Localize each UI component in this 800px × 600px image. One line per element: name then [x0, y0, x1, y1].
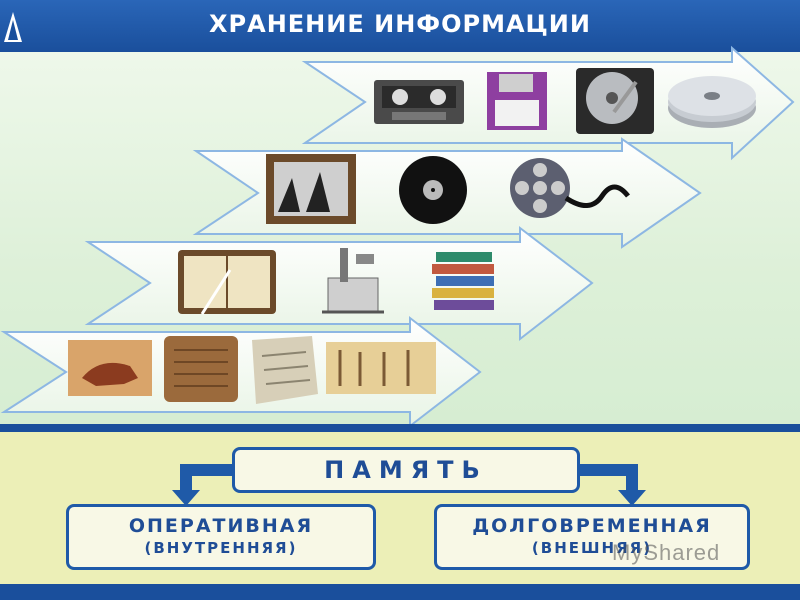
book-stack-icon: [432, 252, 494, 310]
memory-longterm-box: ДОЛГОВРЕМЕННАЯ (ВНЕШНЯЯ): [434, 504, 750, 570]
memory-main-label: ПАМЯТЬ: [324, 456, 488, 484]
clay-tablet-icon: [164, 336, 238, 402]
memory-operative-label: ОПЕРАТИВНАЯ: [128, 515, 314, 537]
hard-drive-icon: [576, 68, 654, 134]
printing-press-icon: [322, 248, 384, 314]
stone-inscription-icon: [252, 336, 318, 404]
cd-discs-icon: [668, 76, 756, 128]
memory-longterm-sub: (ВНЕШНЯЯ): [531, 539, 653, 557]
watermark: MyShared: [612, 540, 721, 565]
title-bar: ХРАНЕНИЕ ИНФОРМАЦИИ: [0, 0, 800, 52]
section-divider: [0, 424, 800, 432]
logo-icon: [4, 12, 22, 42]
memory-longterm-label: ДОЛГОВРЕМЕННАЯ: [472, 515, 712, 537]
memory-operative-box: ОПЕРАТИВНАЯ (ВНУТРЕННЯЯ): [66, 504, 376, 570]
page-title: ХРАНЕНИЕ ИНФОРМАЦИИ: [209, 10, 591, 38]
timeline-arrows: [0, 45, 795, 429]
floppy-disk-icon: [487, 72, 547, 130]
memory-main-box: ПАМЯТЬ: [232, 447, 580, 493]
bottom-bar: [0, 584, 800, 600]
video-cassette-icon: [374, 80, 464, 124]
memory-operative-sub: (ВНУТРЕННЯЯ): [144, 539, 298, 557]
cave-painting-icon: [68, 340, 152, 396]
papyrus-icon: [326, 342, 436, 394]
film-reel-icon: [510, 158, 630, 218]
manuscript-book-icon: [178, 250, 276, 315]
arrow-row-4: [301, 45, 795, 161]
framed-photo-icon: [266, 154, 356, 224]
vinyl-record-icon: [399, 156, 467, 224]
